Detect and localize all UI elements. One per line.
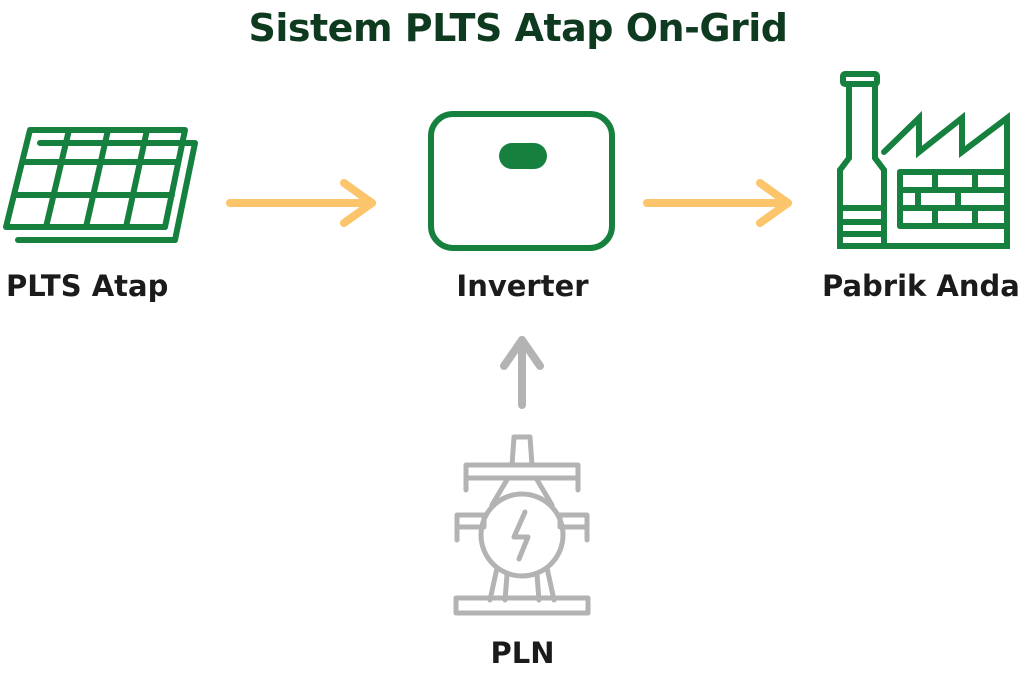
arrow-grid-to-inverter	[500, 336, 544, 409]
arrow-solar-to-inverter	[226, 179, 376, 227]
inverter-label: Inverter	[456, 269, 589, 303]
transmission-tower-icon	[453, 434, 591, 616]
arrow-inverter-to-factory	[643, 179, 792, 227]
factory-label: Pabrik Anda	[822, 269, 1020, 303]
grid-label: PLN	[490, 636, 555, 670]
factory-icon	[837, 71, 1010, 249]
diagram-title: Sistem PLTS Atap On-Grid	[248, 6, 789, 50]
inverter-icon	[428, 111, 615, 251]
solar-label: PLTS Atap	[6, 269, 169, 303]
solar-panel-icon	[3, 127, 198, 243]
